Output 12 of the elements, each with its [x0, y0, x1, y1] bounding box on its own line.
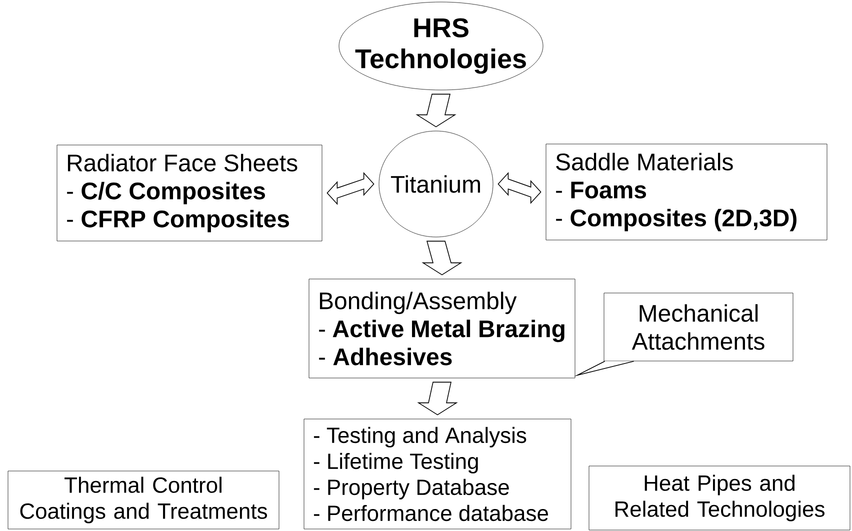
callout-tail — [574, 360, 634, 376]
process-box: Saddle Materials - Foams - Composites (2D,3D) — [546, 144, 828, 240]
process-box: Bonding/Assembly - Active Metal Brazing - Adhesives — [308, 278, 576, 378]
double-block-arrow — [326, 172, 374, 206]
block-arrow — [417, 382, 458, 416]
process-box: Radiator Face Sheets - C/C Composites - CFRP Composites — [56, 144, 322, 242]
process-box: Heat Pipes and Related Technologies — [588, 466, 850, 530]
process-box: Thermal Control Coatings and Treatments — [8, 470, 280, 530]
block-arrow — [422, 240, 462, 276]
callout-box: Mechanical Attachments — [604, 292, 794, 362]
block-arrow — [416, 94, 456, 128]
process-box: - Testing and Analysis - Lifetime Testing - Property Database - Performance database — [304, 418, 572, 530]
